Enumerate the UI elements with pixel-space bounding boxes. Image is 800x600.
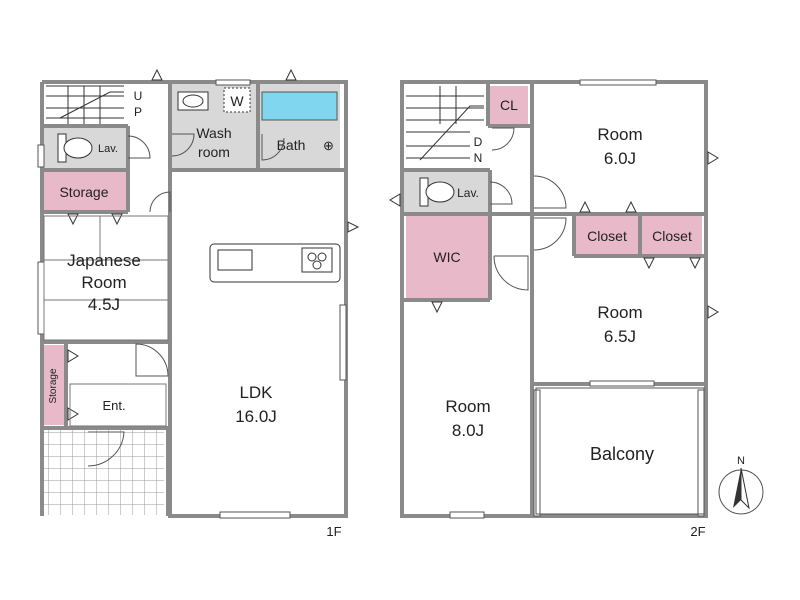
stairs-up-u: U — [134, 89, 143, 103]
storage-side-marker-1 — [67, 349, 79, 363]
door-marker-right-2f-2 — [707, 305, 719, 319]
ldk-size: 16.0J — [235, 407, 277, 426]
room-6-5-size: 6.5J — [604, 327, 636, 346]
door-marker-right-1f — [347, 221, 360, 233]
closet-left-label: Closet — [587, 228, 627, 244]
compass-north-label: N — [737, 455, 745, 467]
wic-marker — [431, 301, 443, 314]
compass: N — [718, 455, 764, 515]
entrance-label: Ent. — [102, 398, 125, 413]
bathtub — [261, 91, 338, 121]
balcony-label: Balcony — [590, 444, 654, 464]
japanese-room-label-1: Japanese — [67, 251, 141, 270]
bath-door — [261, 134, 285, 161]
wash-room-label-2: room — [198, 144, 230, 160]
door-marker-left-2f — [389, 193, 401, 207]
closet-marker-1 — [579, 200, 591, 213]
closet-right-label: Closet — [652, 228, 692, 244]
wash-room-label-1: Wash — [196, 125, 231, 141]
japanese-room-size: 4.5J — [88, 295, 120, 314]
washer-label: W — [230, 93, 244, 109]
ldk-label: LDK — [239, 383, 273, 402]
closet-marker-3 — [643, 257, 655, 270]
room-6-0-door — [533, 175, 567, 209]
closet-marker-4 — [689, 257, 701, 270]
room-6-0-label: Room — [597, 125, 642, 144]
cl-fill — [490, 86, 528, 124]
interior-walls-2f — [402, 84, 706, 516]
toilet-2f — [419, 177, 455, 207]
storage-side-label: Storage — [48, 368, 59, 403]
bath-label: Bath — [277, 137, 306, 153]
storage-top-fill — [44, 172, 126, 212]
closet-right-fill — [642, 216, 702, 254]
floor-1-label: 1F — [326, 524, 341, 539]
floor-2: D N CL Lav. WIC Room 6.0J Closet Closet … — [389, 79, 719, 539]
door-marker-top-2 — [285, 68, 297, 81]
lav-1f-label: Lav. — [98, 143, 118, 155]
floor-1: U P Lav. W Wash room Bath ⊕ Storage — [37, 68, 360, 539]
cl-label: CL — [500, 97, 518, 113]
entrance-step — [69, 383, 167, 427]
stairs-down-n: N — [474, 151, 483, 165]
door-marker-top-1 — [151, 68, 163, 81]
stairs-up-p: P — [134, 105, 142, 119]
lav-2f-door — [489, 181, 513, 205]
entrance-tiles — [44, 430, 164, 515]
storage-top-label: Storage — [59, 184, 108, 200]
closet-marker-2 — [625, 200, 637, 213]
room-6-5-label: Room — [597, 303, 642, 322]
cl-door — [491, 127, 515, 151]
door-marker-right-2f-1 — [707, 151, 719, 165]
wic-label: WIC — [433, 249, 460, 265]
lav-2f-label: Lav. — [457, 186, 479, 200]
wic-fill — [406, 216, 488, 298]
balcony-inner — [535, 387, 705, 515]
entrance-hall-door — [135, 343, 169, 377]
japanese-room-label-2: Room — [81, 273, 126, 292]
toilet-1f — [57, 133, 93, 163]
stairs-1f — [46, 85, 124, 124]
storage-door — [149, 191, 171, 213]
floor-2-label: 2F — [690, 524, 705, 539]
lav-1f-door — [127, 135, 151, 159]
wash-door — [171, 133, 195, 157]
room-8-0-size: 8.0J — [452, 421, 484, 440]
kitchen-counter — [209, 243, 341, 283]
tatami — [43, 215, 169, 341]
shower-icon: ⊕ — [323, 138, 334, 153]
room-6-5-door — [533, 217, 567, 251]
storage-side-fill — [44, 345, 64, 425]
closet-left-fill — [576, 216, 638, 254]
interior-walls-1f — [42, 84, 344, 516]
wic-door — [493, 255, 529, 291]
washer-space — [223, 87, 251, 113]
front-door — [87, 431, 125, 467]
stairs-down-d: D — [474, 135, 483, 149]
stairs-2f — [406, 86, 484, 161]
wash-basin — [177, 91, 209, 111]
room-6-0-size: 6.0J — [604, 149, 636, 168]
room-8-0-label: Room — [445, 397, 490, 416]
